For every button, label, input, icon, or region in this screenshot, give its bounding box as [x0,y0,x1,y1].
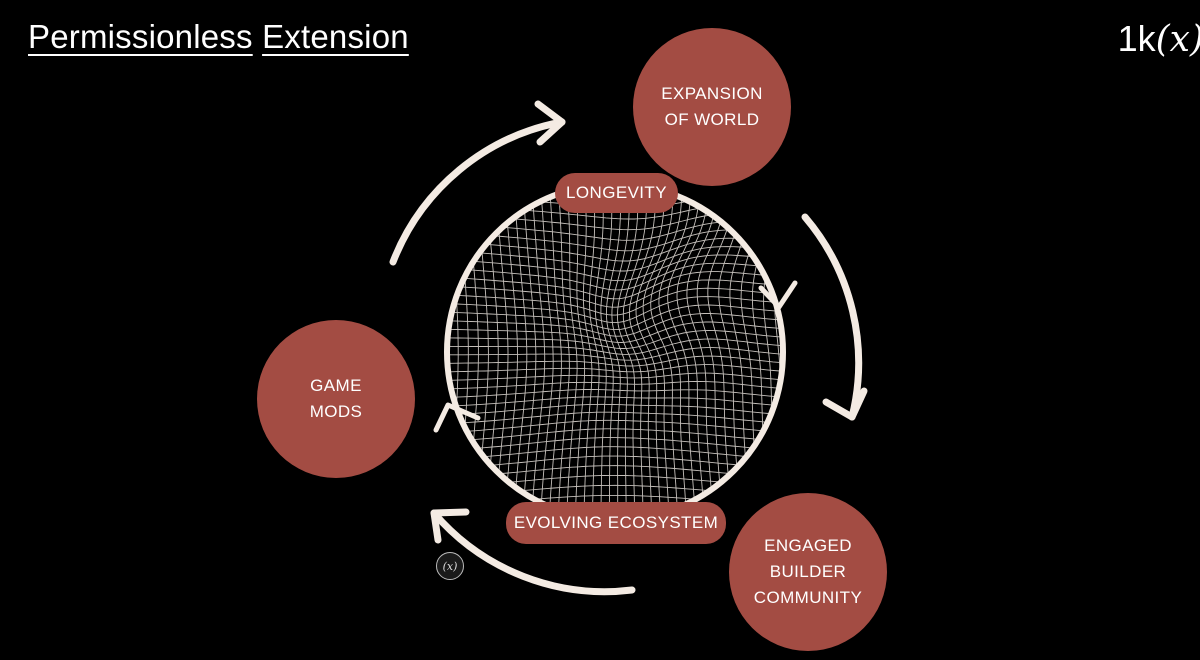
mesh-line [449,372,781,382]
node-community-label: ENGAGED BUILDER COMMUNITY [753,536,863,607]
title-word-1: Permissionless [28,18,253,55]
title-word-2: Extension [262,18,409,55]
mesh-line [449,389,781,399]
mesh-line [628,186,656,518]
node-builder-community: ENGAGED BUILDER COMMUNITY [729,493,887,651]
mesh-line [449,396,781,408]
mesh-line [449,446,781,461]
mesh-line [449,279,781,308]
mesh-line [635,186,665,518]
x-badge-label: (x) [442,559,458,573]
mesh-line [449,403,781,416]
mesh-line [565,186,578,518]
mesh-line [594,186,607,518]
mesh-line [449,455,781,470]
mesh-line [617,186,639,518]
mesh-line [600,186,614,518]
mesh-line [605,186,621,518]
mesh-line [521,186,537,518]
mesh-line [667,186,700,518]
mesh-line [539,186,554,518]
arrowhead-mods [430,508,470,544]
mesh-line [774,186,781,518]
mesh-line [548,186,562,518]
mesh-line [686,186,718,518]
pill-evolving-ecosystem: EVOLVING ECOSYSTEM [506,502,726,544]
mesh-line [449,380,781,390]
node-expansion-label: EXPANSION OF WORLD [661,84,763,129]
mesh-line [642,186,674,518]
mesh-line [494,186,509,518]
inner-arrowhead-right [758,280,798,310]
mesh-line [676,186,709,518]
mesh-line [449,411,781,425]
pill-longevity-label: LONGEVITY [566,183,667,202]
mesh-line [611,186,630,518]
mesh-line [786,168,797,537]
logo-prefix: 1k [1117,18,1156,59]
mesh-line [658,186,692,518]
node-game-mods: GAME MODS [257,320,415,478]
logo-suffix: (x) [1155,19,1200,60]
mesh-line [449,246,781,272]
mesh-line [449,296,781,324]
mesh-line [449,304,781,331]
mesh-line [449,262,781,291]
mesh-line [449,321,781,343]
node-expansion-of-world: EXPANSION OF WORLD [633,28,791,186]
arrow-to-expansion [389,118,566,266]
cycle-arrows [389,100,868,596]
mesh-line [449,437,781,452]
mesh-line [449,347,781,361]
node-mods-label: GAME MODS [309,376,363,421]
mesh-line [696,186,727,518]
mesh-line [449,364,781,373]
mesh-line [449,287,781,316]
mesh-line [449,330,781,349]
mesh-line [512,186,528,518]
mesh-line [449,355,781,367]
mesh-line [582,186,593,518]
mesh-line [449,338,781,355]
inner-arrowhead-left [433,402,481,433]
mesh-line [449,428,781,443]
slide-title: Permissionless Extension [28,18,409,56]
pill-longevity: LONGEVITY [555,173,678,213]
mesh-line [449,419,781,434]
mesh-line [530,186,546,518]
brand-logo: 1k(x) [1118,18,1200,60]
pill-ecosystem-label: EVOLVING ECOSYSTEM [513,513,719,532]
mesh-line [589,186,600,518]
mesh-line [449,237,781,262]
mesh-line [431,168,439,537]
mesh-line [574,186,586,518]
mesh-line [503,186,518,518]
mesh-line [622,186,648,518]
mesh-line [449,271,781,300]
mesh-line [449,254,781,282]
arrowhead-community [822,387,868,421]
mesh-line [556,186,570,518]
arrow-to-mods [430,509,636,596]
mesh-line [449,313,781,337]
arrow-to-community [801,213,863,421]
arrowhead-expansion [534,100,566,146]
x-badge-icon: (x) [436,552,464,580]
mesh-line [650,186,683,518]
